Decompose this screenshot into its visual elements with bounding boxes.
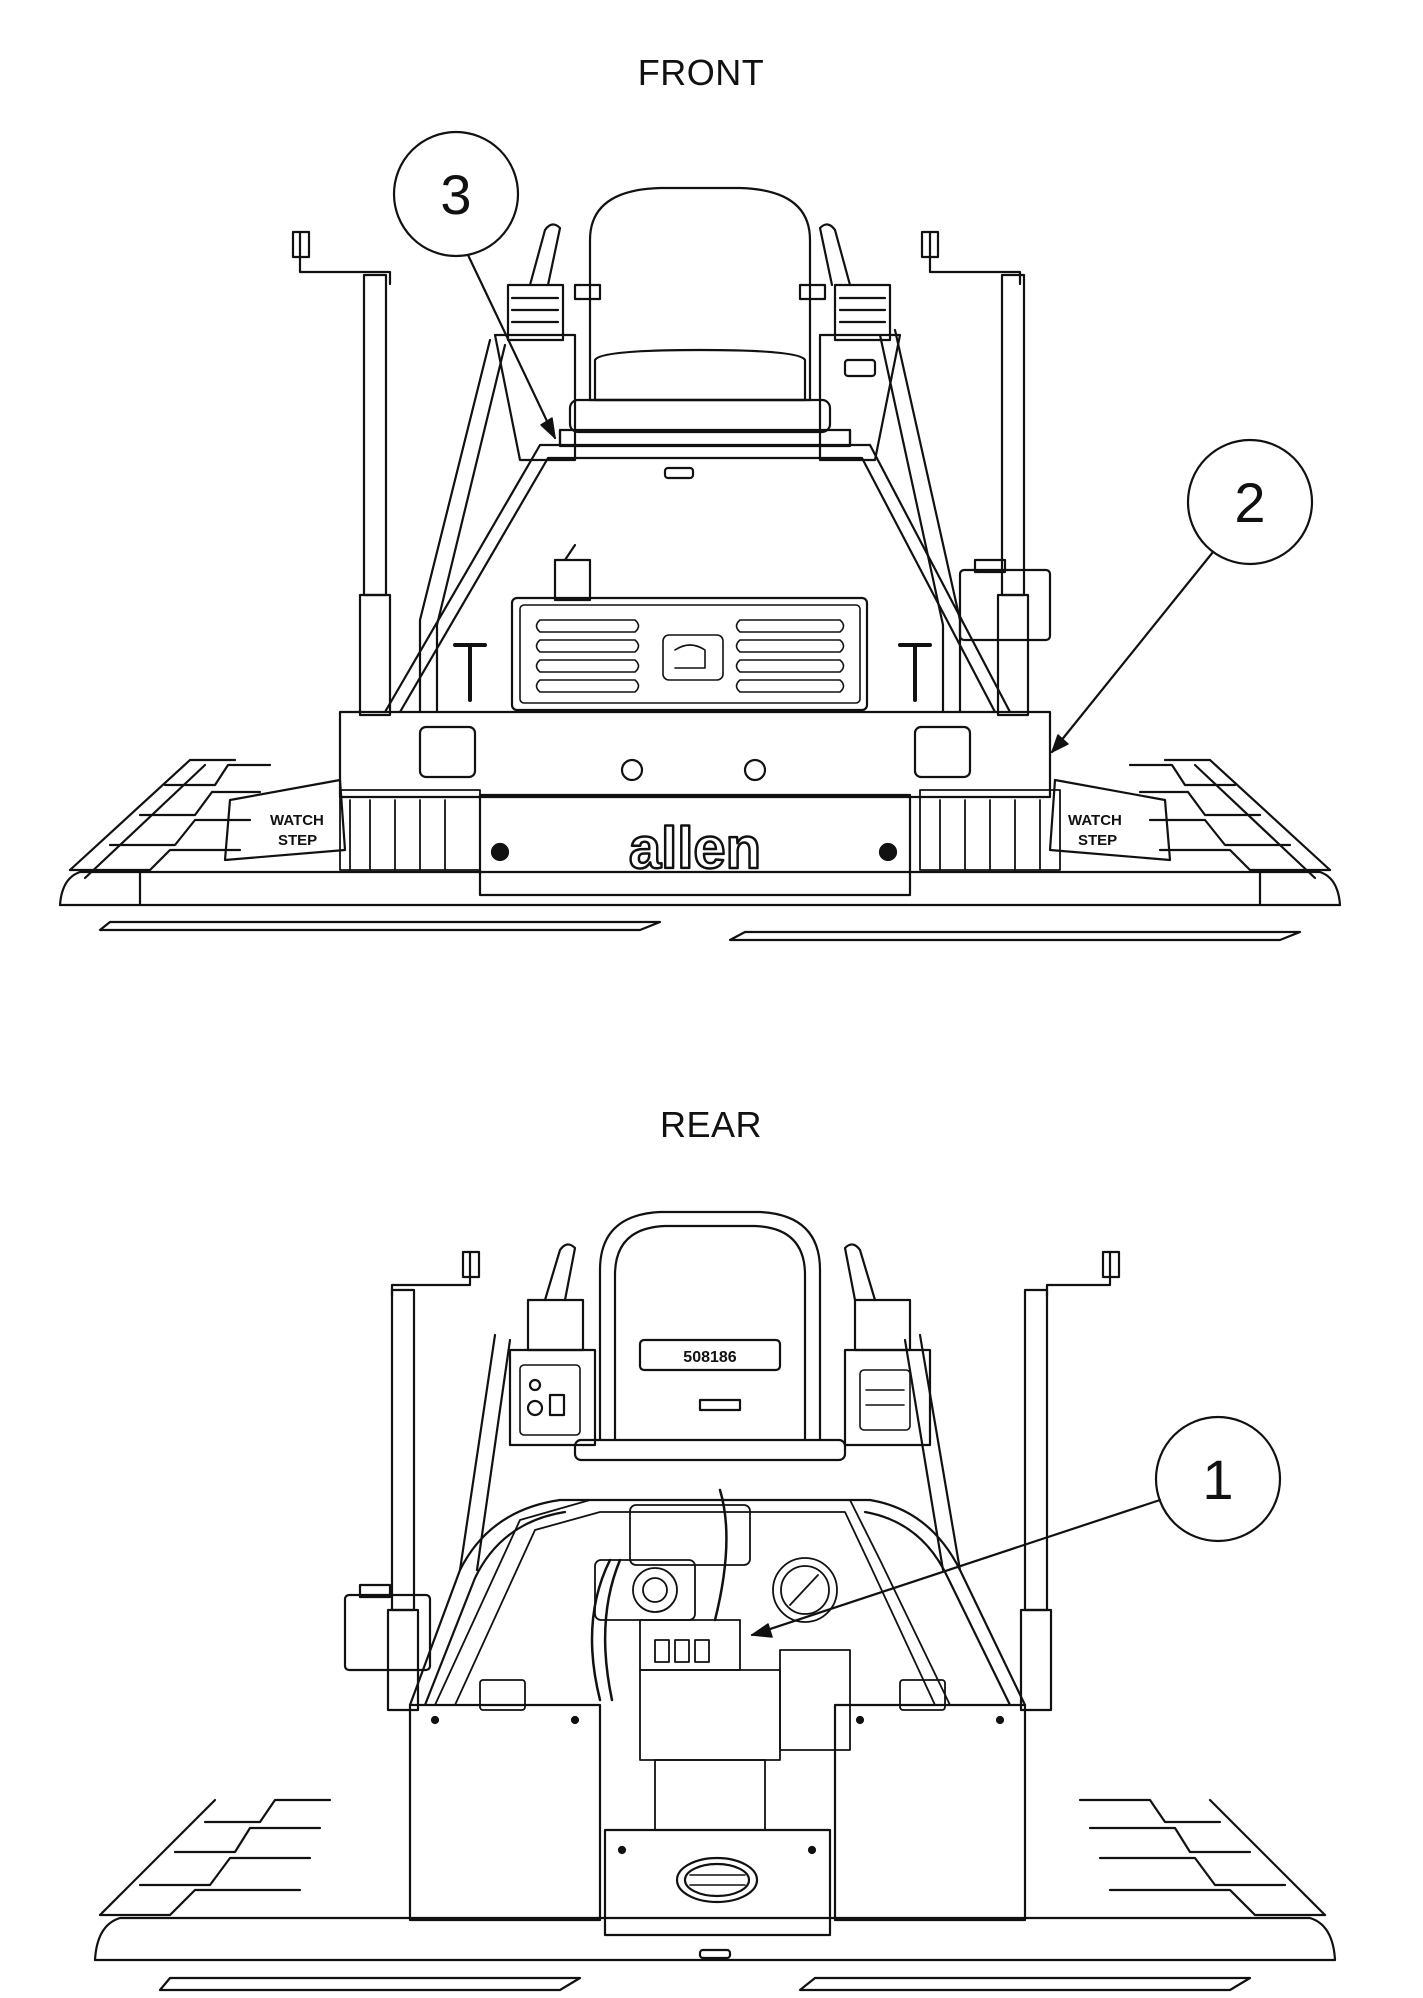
callout-1: 1 <box>750 1415 1282 1638</box>
front-rollbar-right <box>893 328 962 714</box>
rear-side-box-left <box>408 1703 602 1922</box>
front-view-title: FRONT <box>637 52 765 93</box>
rear-rollbar-right <box>918 1333 962 1572</box>
watch-label: WATCH <box>270 812 324 829</box>
rear-side-box-right <box>833 1703 1027 1922</box>
step-label: STEP <box>1078 832 1117 849</box>
front-grille-panel <box>510 596 869 712</box>
callout-2-number: 2 <box>1234 471 1265 534</box>
watch-label: WATCH <box>1068 812 1122 829</box>
rear-trowel-pans <box>93 1798 1337 1992</box>
rear-control-tower-left <box>508 1243 597 1447</box>
front-seat <box>568 186 832 434</box>
front-watch-step-left: WATCH STEP <box>223 778 347 862</box>
front-watch-step-right: WATCH STEP <box>1048 778 1172 862</box>
rear-control-tower-right <box>843 1243 932 1447</box>
front-trowel-pans <box>58 758 1342 942</box>
front-post-right <box>920 230 1030 717</box>
rear-engine <box>434 1488 951 1831</box>
callout-1-number: 1 <box>1202 1448 1233 1511</box>
callout-3: 3 <box>392 130 557 440</box>
rear-fuel-tank <box>343 1593 432 1672</box>
front-control-tower-right <box>818 223 902 462</box>
seat-part-number-decal: 508186 <box>683 1349 736 1366</box>
rear-shroud <box>408 1498 1027 1707</box>
front-post-left <box>291 230 392 717</box>
rear-post-right <box>1019 1250 1121 1712</box>
rear-view-title: REAR <box>659 1104 763 1145</box>
front-control-box <box>553 558 592 602</box>
rear-rollbar-left <box>458 1333 497 1572</box>
step-label: STEP <box>278 832 317 849</box>
rear-view: 508186 <box>93 1210 1337 1992</box>
front-frame-beam <box>338 710 1052 799</box>
front-control-tower-left <box>493 223 577 462</box>
front-frame-window-right <box>913 725 972 779</box>
rear-seat: 508186 <box>573 1210 847 1462</box>
front-rollbar-left <box>418 338 492 714</box>
front-frame-window-left <box>418 725 477 779</box>
front-fuel-tank <box>958 568 1052 642</box>
callout-2: 2 <box>1050 438 1314 754</box>
rear-post-left <box>386 1250 481 1712</box>
front-frame-hole <box>620 758 644 782</box>
callout-3-number: 3 <box>440 163 471 226</box>
front-bumper-plate <box>478 793 912 897</box>
rear-lower-guard <box>603 1828 832 1937</box>
front-frame-hole <box>743 758 767 782</box>
front-brand-logo: allen <box>629 816 761 881</box>
rear-oval-badge <box>675 1856 759 1904</box>
front-view: WATCH STEP WATCH STEP <box>58 186 1342 942</box>
